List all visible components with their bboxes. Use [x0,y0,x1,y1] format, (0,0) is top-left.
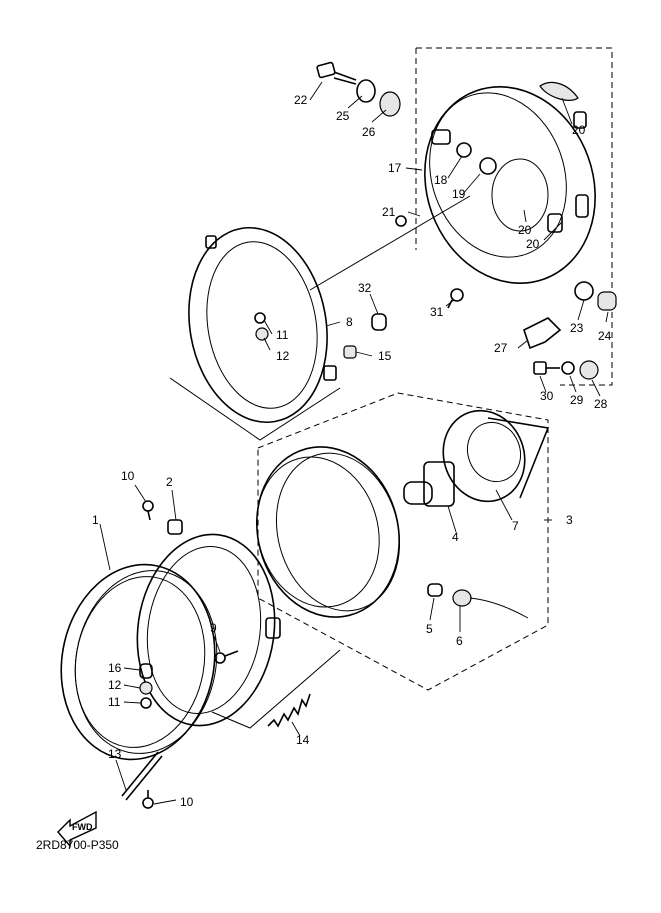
screw-31 [447,288,464,309]
callout-10-upper: 10 [121,469,135,483]
callout-2: 2 [166,475,173,489]
callout-16: 16 [108,661,122,675]
callout-11-upper: 11 [276,328,289,342]
bolt-22 [316,61,357,85]
callout-3: 3 [566,513,573,527]
headlight-case-2 [136,519,281,727]
callout-12-upper: 12 [276,349,290,363]
headlight-rim-ring [188,226,337,424]
nut-12-upper [255,327,269,341]
callout-numbers: 1 2 3 4 5 6 7 8 9 10 11 12 13 14 15 16 1… [92,93,612,809]
callout-1: 1 [92,513,99,527]
washer-23 [574,281,594,301]
callout-32: 32 [358,281,372,295]
bulb-5 [427,583,443,597]
bracket-27 [523,317,562,350]
callout-20-c: 20 [526,237,540,251]
headlight-rim-1 [60,563,218,761]
bulb-cover-7 [442,409,550,503]
socket-6 [452,589,529,619]
callout-13: 13 [108,747,122,761]
callout-9: 9 [210,621,217,635]
lens-unit [256,446,401,618]
callout-12-lower: 12 [108,678,122,692]
drawing-code: 2RD8700-P350 [36,838,119,852]
collar-16 [139,663,153,679]
callout-20-b: 20 [518,223,532,237]
callout-26: 26 [362,125,376,139]
callout-11-lower: 11 [108,695,121,709]
nut-12-lower [139,681,153,695]
spring-14 [267,693,311,728]
leader-lines [99,81,609,805]
callout-14: 14 [296,733,310,747]
washer-25 [356,79,376,103]
callout-5: 5 [426,622,433,636]
group-17-housing-box [416,47,613,386]
bolt-30 [533,361,560,375]
screw-21 [395,215,407,227]
clip-15 [343,345,357,359]
callout-4: 4 [452,530,459,544]
screw-10-lower [142,790,154,809]
fwd-label: FWD [72,822,93,832]
callout-20-a: 20 [572,123,586,137]
callout-21: 21 [382,205,396,219]
callout-17: 17 [388,161,402,175]
callout-15: 15 [378,349,392,363]
grommet-20 [539,81,579,101]
grommet-26 [379,91,401,117]
collar-24 [597,291,617,311]
callout-24: 24 [598,329,612,343]
washer-29 [561,361,575,375]
callout-30: 30 [540,389,554,403]
callout-18: 18 [434,173,448,187]
callout-19: 19 [452,187,466,201]
callout-10-lower: 10 [180,795,194,809]
callout-29: 29 [570,393,584,407]
collar-32 [371,313,387,331]
nut-28 [579,360,599,380]
callout-22: 22 [294,93,308,107]
callout-23: 23 [570,321,584,335]
headlight-housing [424,86,596,284]
callout-6: 6 [456,634,463,648]
callout-28: 28 [594,397,608,411]
nut-11-lower [140,697,152,709]
nut-11-upper [254,312,266,324]
callout-27: 27 [494,341,508,355]
callout-8: 8 [346,315,353,329]
bolt-13 [121,751,163,801]
screw-10-upper [142,500,154,521]
group-3-lens-box [257,392,549,691]
callout-31: 31 [430,305,444,319]
callout-25: 25 [336,109,350,123]
screw-9 [214,650,239,664]
callout-7: 7 [512,519,519,533]
fwd-arrow-icon: FWD [57,810,97,848]
